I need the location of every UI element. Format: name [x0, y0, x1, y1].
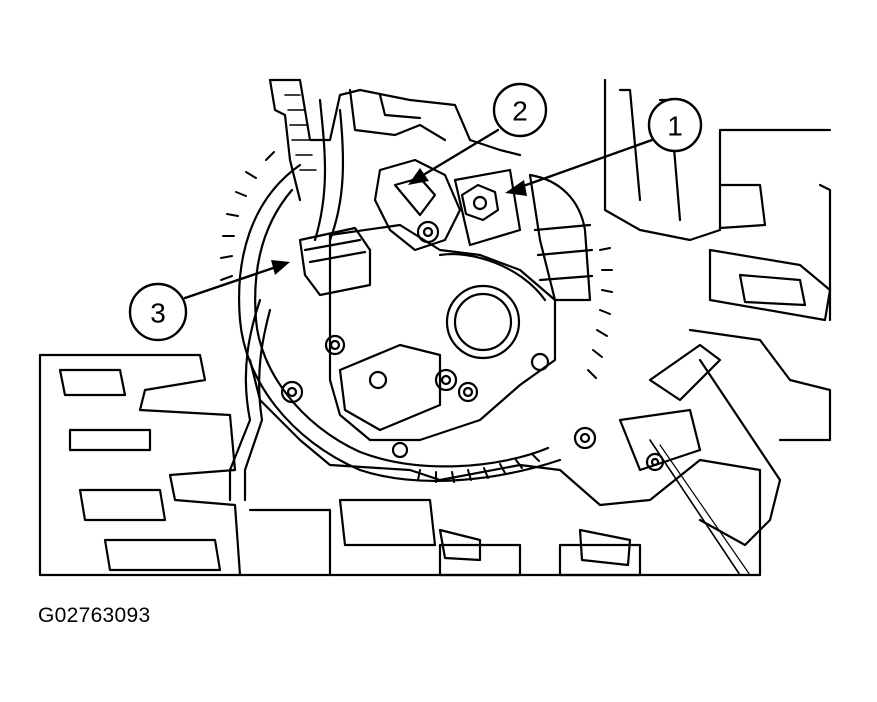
wiring-harness: [313, 98, 345, 242]
engine-block-lower: [38, 353, 762, 577]
callout-2-number: 2: [512, 96, 528, 127]
arrowhead-2: [408, 168, 429, 185]
callout-arrowheads: [271, 168, 527, 275]
leader-2: [413, 128, 500, 182]
callout-2: 2: [492, 82, 548, 138]
callout-1: 1: [647, 97, 703, 153]
figure-id-label: G02763093: [38, 604, 151, 627]
starter-housing: [268, 78, 522, 157]
arrowhead-1: [505, 180, 527, 196]
component-main-body: [328, 223, 557, 442]
sensor-block: [298, 226, 372, 297]
mounting-bracket: [373, 158, 462, 252]
cover-plate: [338, 343, 442, 432]
ring-gear-arc: [238, 163, 562, 482]
leader-3: [183, 263, 284, 300]
starter-motor: [528, 173, 592, 302]
drawing-linework: [38, 78, 832, 577]
leader-1: [510, 138, 654, 192]
callout-3-number: 3: [150, 298, 166, 329]
ring-gear-teeth: [220, 151, 613, 483]
callout-leaders: [183, 128, 654, 300]
callout-1-number: 1: [667, 111, 683, 142]
main-shaft-boss: [445, 284, 521, 360]
callout-3: 3: [128, 282, 188, 342]
mounting-bolts: [280, 220, 665, 472]
arrowhead-3: [271, 260, 290, 275]
housing-right: [603, 78, 832, 242]
hex-nut: [460, 183, 500, 222]
